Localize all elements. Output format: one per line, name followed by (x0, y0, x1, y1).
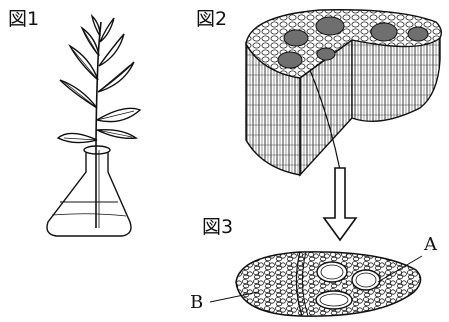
label-a: A (424, 236, 437, 254)
leaf (92, 16, 100, 36)
figure-3-label: 図3 (202, 218, 233, 237)
stem-block (246, 10, 441, 175)
flask (47, 150, 131, 236)
leaf (58, 133, 97, 142)
label-b: B (190, 294, 203, 312)
figure-1-label: 図1 (8, 10, 39, 29)
plant-in-flask (47, 16, 140, 236)
leaf (100, 18, 114, 42)
figure-2-label: 図2 (196, 10, 227, 29)
down-arrow (324, 168, 356, 240)
bundle-cross-section (236, 252, 421, 316)
